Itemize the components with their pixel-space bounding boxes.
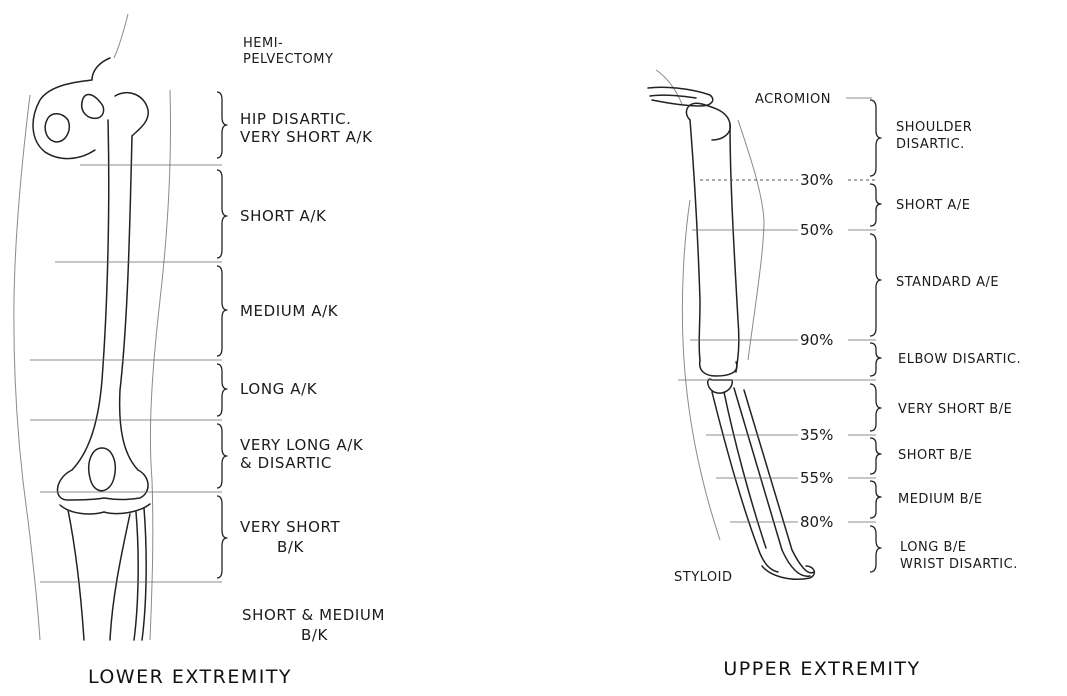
percent-mark: 80%	[800, 513, 833, 531]
brace-upper-4	[870, 343, 881, 376]
brace-upper-1	[870, 100, 881, 176]
brace-lower-5	[217, 424, 227, 488]
level-label-long-ak: LONG A/K	[240, 380, 318, 398]
level-label-very-short-be: VERY SHORT B/E	[898, 402, 1012, 417]
brace-lower-4	[217, 364, 227, 416]
brace-upper-8	[870, 526, 881, 572]
level-label-short-be: SHORT B/E	[898, 448, 972, 463]
arm-braces	[870, 100, 881, 572]
percent-mark: 35%	[800, 426, 833, 444]
level-label-shoulder-disartic: SHOULDER DISARTIC.	[896, 120, 977, 152]
brace-upper-2	[870, 184, 881, 226]
level-label-very-short-bk: VERY SHORT B/K	[240, 518, 346, 556]
brace-lower-3	[217, 266, 227, 356]
brace-lower-1	[217, 92, 227, 158]
percent-mark: 50%	[800, 221, 833, 239]
brace-lower-2	[217, 170, 227, 258]
percent-mark: 55%	[800, 469, 833, 487]
level-label-short-ak: SHORT A/K	[240, 207, 327, 225]
level-label-very-long-ak: VERY LONG A/K & DISARTIC	[240, 436, 369, 472]
styloid-label: STYLOID	[674, 570, 733, 585]
arm-percent-marks: 30% 50% 90% 35% 55% 80%	[800, 171, 833, 531]
percent-mark: 90%	[800, 331, 833, 349]
leg-skeleton	[33, 58, 150, 640]
leg-level-lines	[30, 165, 222, 582]
arm-level-lines	[678, 98, 876, 522]
level-label-medium-be: MEDIUM B/E	[898, 492, 983, 507]
level-label-hip-disartic: HIP DISARTIC. VERY SHORT A/K	[240, 110, 373, 146]
lower-extremity-caption: LOWER EXTREMITY	[88, 666, 292, 688]
level-label-short-ae: SHORT A/E	[896, 198, 970, 213]
arm-skeleton	[648, 87, 814, 579]
brace-upper-7	[870, 481, 881, 518]
level-label-long-be: LONG B/E WRIST DISARTIC.	[900, 540, 1018, 572]
level-label-medium-ak: MEDIUM A/K	[240, 302, 339, 320]
upper-extremity-panel: ACROMION STYLOID 30% 50% 90% 35% 55% 80%…	[648, 70, 1021, 680]
brace-upper-6	[870, 438, 881, 474]
level-label-elbow-disartic: ELBOW DISARTIC.	[898, 352, 1021, 367]
brace-upper-5	[870, 384, 881, 431]
upper-extremity-caption: UPPER EXTREMITY	[723, 658, 920, 680]
short-medium-bk-label: SHORT & MEDIUM B/K	[242, 606, 390, 644]
lower-extremity-panel: HEMI- PELVECTOMY HIP DISARTIC. VERY SHOR…	[14, 14, 391, 688]
arm-skin-outline	[656, 70, 764, 540]
brace-lower-6	[217, 496, 227, 578]
hemipelvectomy-label: HEMI- PELVECTOMY	[243, 36, 333, 67]
level-label-standard-ae: STANDARD A/E	[896, 275, 999, 290]
brace-upper-3	[870, 234, 881, 336]
acromion-label: ACROMION	[755, 92, 831, 107]
percent-mark: 30%	[800, 171, 833, 189]
